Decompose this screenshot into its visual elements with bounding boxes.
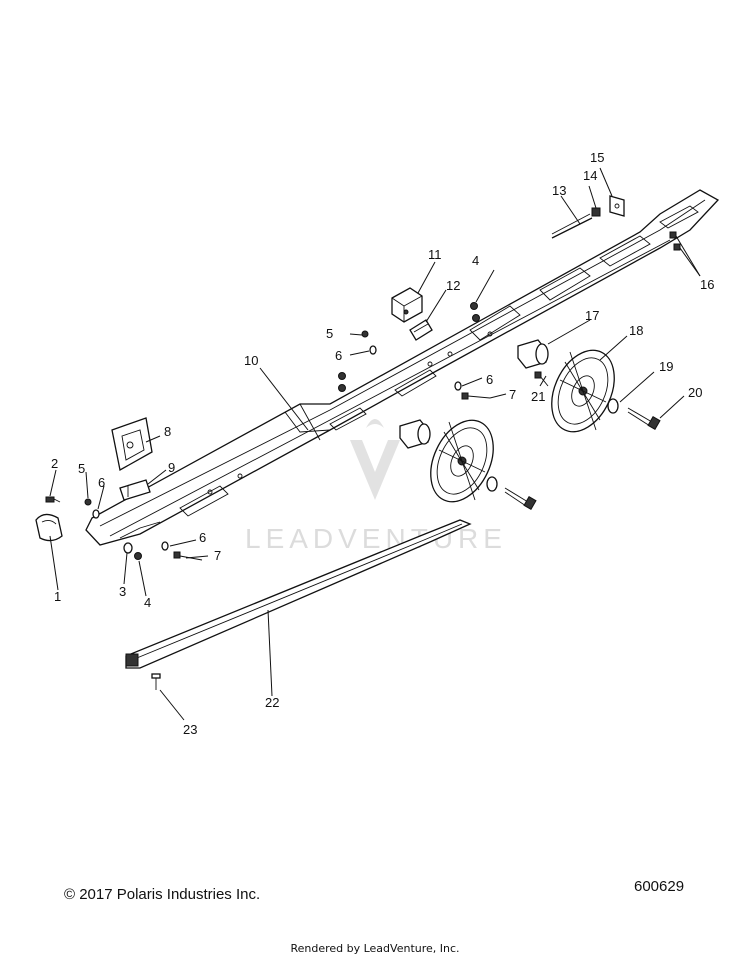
callout-23: 23 [183, 722, 197, 737]
callout-13: 13 [552, 183, 566, 198]
washer-lower [486, 476, 498, 492]
callout-20: 20 [688, 385, 702, 400]
callout-6-upper: 6 [335, 348, 342, 363]
washer-6-front [92, 509, 100, 519]
leader-lines [49, 167, 701, 721]
washer-6-mid [454, 381, 462, 391]
nut-14 [591, 207, 601, 217]
bolt-2 [45, 496, 61, 503]
footer-credit: Rendered by LeadVenture, Inc. [290, 942, 460, 955]
bolt-lower-axle [504, 487, 537, 511]
callout-6-mid: 6 [486, 372, 493, 387]
idler-wheel-lower [430, 419, 494, 503]
block-12 [409, 319, 433, 341]
nut-5-front [84, 498, 92, 506]
slide-rail [85, 189, 720, 546]
nut-4-front [134, 552, 142, 560]
callout-3: 3 [119, 584, 126, 599]
callout-7-lower: 7 [214, 548, 221, 563]
stud-13 [551, 213, 593, 239]
washer-6-upper [369, 345, 377, 355]
callout-5-front: 5 [78, 461, 85, 476]
slider-block-9 [119, 479, 151, 501]
bracket-15 [609, 195, 625, 217]
nuts-upper-pair [338, 372, 346, 392]
callout-16: 16 [700, 277, 714, 292]
callout-5-upper: 5 [326, 326, 333, 341]
callout-4-front: 4 [144, 595, 151, 610]
spacer-lower [399, 419, 431, 449]
callout-10: 10 [244, 353, 258, 368]
bolt-7-mid [461, 392, 491, 400]
screws-16 [669, 231, 681, 251]
bolt-21 [534, 371, 549, 387]
callout-1: 1 [54, 589, 61, 604]
washer-3 [123, 542, 133, 554]
callout-7-mid: 7 [509, 387, 516, 402]
bolt-7-lower [173, 551, 203, 561]
spacer-17 [517, 339, 549, 369]
callout-9: 9 [168, 460, 175, 475]
rail-tip [35, 513, 63, 542]
callout-19: 19 [659, 359, 673, 374]
callout-21: 21 [531, 389, 545, 404]
block-11 [391, 287, 423, 323]
callout-15: 15 [590, 150, 604, 165]
screw-23 [151, 673, 161, 690]
callout-6-front: 6 [98, 475, 105, 490]
callout-8: 8 [164, 424, 171, 439]
callout-4-upper: 4 [472, 253, 479, 268]
wear-strip-22 [125, 519, 472, 669]
wear-block-8 [111, 417, 153, 472]
callout-18: 18 [629, 323, 643, 338]
figure-number: 600629 [634, 878, 685, 895]
callout-labels: 1 2 3 4 4 5 5 6 6 6 6 7 7 8 9 10 11 12 1… [51, 150, 714, 737]
idler-wheel-18 [551, 349, 615, 433]
bolt-20 [627, 407, 661, 431]
washer-6-lower [161, 541, 169, 551]
callout-6-lower: 6 [199, 530, 206, 545]
watermark-text: LEADVENTURE [245, 523, 507, 554]
nut-5-upper [361, 330, 369, 338]
callout-11: 11 [428, 247, 442, 262]
callout-14: 14 [583, 168, 597, 183]
copyright-notice: © 2017 Polaris Industries Inc. [64, 886, 261, 903]
callout-22: 22 [265, 695, 279, 710]
callout-17: 17 [585, 308, 599, 323]
nuts-4-upper [470, 302, 480, 322]
washer-19 [607, 398, 619, 414]
callout-2: 2 [51, 456, 58, 471]
callout-12: 12 [446, 278, 460, 293]
